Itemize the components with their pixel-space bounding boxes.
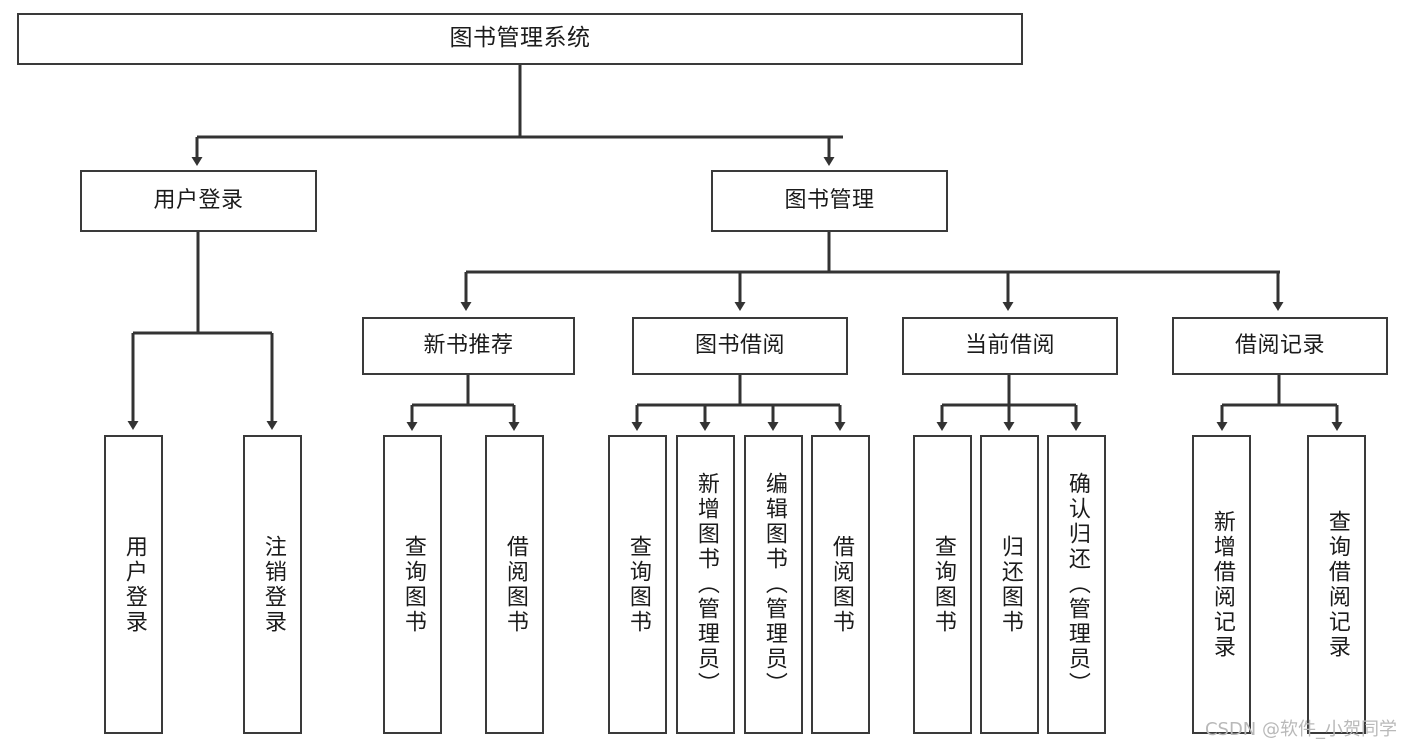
node-label: 借阅记录 xyxy=(1234,333,1325,359)
node-book-management[interactable]: 图书管理 xyxy=(711,170,948,232)
node-label: 新书推荐 xyxy=(423,333,514,359)
node-label: 用户登录 xyxy=(153,188,244,214)
leaf-query-book-current[interactable]: 查询图书 xyxy=(913,435,972,734)
leaf-user-login[interactable]: 用户登录 xyxy=(104,435,163,734)
leaf-edit-book[interactable]: 编辑图书（管理员） xyxy=(744,435,803,734)
leaf-add-borrow-record[interactable]: 新增借阅记录 xyxy=(1192,435,1251,734)
node-label: 确认归还（管理员） xyxy=(1064,472,1090,697)
node-label: 查询图书 xyxy=(625,534,651,635)
node-label: 图书管理 xyxy=(784,188,875,214)
node-label: 查询图书 xyxy=(400,534,426,635)
node-label: 新增借阅记录 xyxy=(1209,509,1235,660)
node-label: 借阅图书 xyxy=(502,534,528,635)
node-label: 查询借阅记录 xyxy=(1324,509,1350,660)
node-label: 编辑图书（管理员） xyxy=(761,472,787,697)
node-label: 图书借阅 xyxy=(694,333,785,359)
leaf-confirm-return[interactable]: 确认归还（管理员） xyxy=(1047,435,1106,734)
leaf-query-borrow-record[interactable]: 查询借阅记录 xyxy=(1307,435,1366,734)
node-label: 用户登录 xyxy=(121,534,147,635)
watermark-text: CSDN @软件_小贺同学 xyxy=(1204,719,1397,740)
leaf-query-book-borrow[interactable]: 查询图书 xyxy=(608,435,667,734)
node-label: 归还图书 xyxy=(997,534,1023,635)
node-label: 查询图书 xyxy=(930,534,956,635)
node-current-borrow[interactable]: 当前借阅 xyxy=(902,317,1118,375)
node-label: 图书管理系统 xyxy=(449,25,591,52)
node-new-book-recommend[interactable]: 新书推荐 xyxy=(362,317,575,375)
leaf-add-book[interactable]: 新增图书（管理员） xyxy=(676,435,735,734)
leaf-logout[interactable]: 注销登录 xyxy=(243,435,302,734)
node-borrow-record[interactable]: 借阅记录 xyxy=(1172,317,1388,375)
node-label: 借阅图书 xyxy=(828,534,854,635)
node-label: 注销登录 xyxy=(260,534,286,635)
node-book-borrow[interactable]: 图书借阅 xyxy=(632,317,848,375)
leaf-borrow-book[interactable]: 借阅图书 xyxy=(811,435,870,734)
node-root-system[interactable]: 图书管理系统 xyxy=(17,13,1023,65)
node-user-login[interactable]: 用户登录 xyxy=(80,170,317,232)
node-label: 当前借阅 xyxy=(964,333,1055,359)
leaf-query-book-recommend[interactable]: 查询图书 xyxy=(383,435,442,734)
leaf-borrow-book-recommend[interactable]: 借阅图书 xyxy=(485,435,544,734)
leaf-return-book[interactable]: 归还图书 xyxy=(980,435,1039,734)
node-label: 新增图书（管理员） xyxy=(693,472,719,697)
